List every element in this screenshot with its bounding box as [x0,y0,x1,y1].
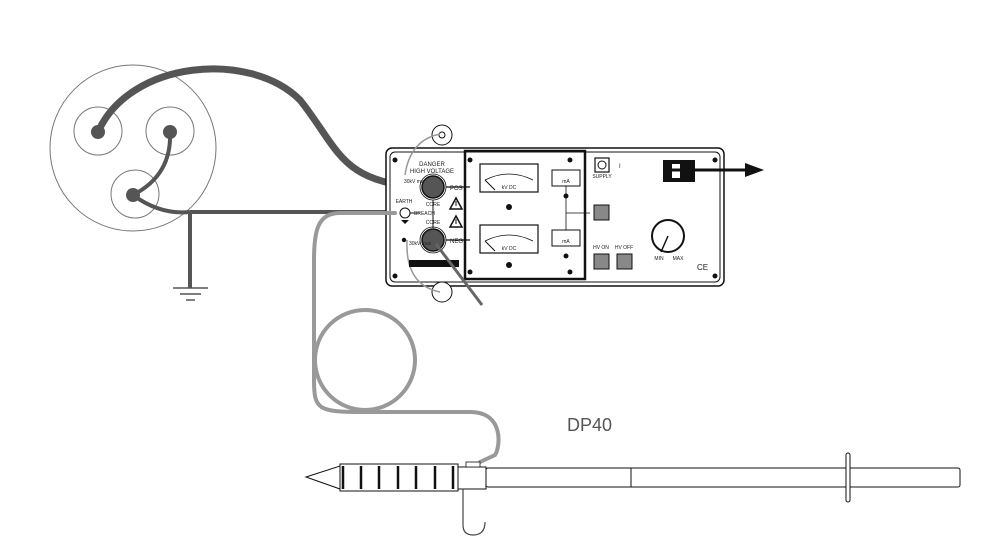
neg-lead [434,243,484,306]
panel-screws [392,157,718,279]
cable-core-1 [73,106,123,156]
probe-head-rings [341,466,455,489]
mode-button[interactable] [593,204,610,221]
probe-lead-coil [313,308,417,412]
supply-label: SUPPLY [592,174,612,180]
warning-icon [448,214,464,228]
earth-symbol [401,220,409,224]
hv-off-button[interactable] [616,253,633,270]
bottom-lug [431,281,453,303]
meter-section [463,149,587,281]
core-to-earth-wire [131,193,191,215]
earth-connection [173,210,395,301]
ce-mark: CE [697,263,708,272]
neg-label: NEG [450,239,463,245]
max-label: MAX [673,256,685,262]
cable-core-3 [110,169,160,219]
ma-meter-top-label: mA [562,179,570,185]
min-label: MIN [654,256,664,262]
supply-switch[interactable] [594,157,610,173]
hv-on-button[interactable] [593,253,610,270]
probe-shaft[interactable] [485,467,961,488]
breach-label: BREACH [414,211,435,217]
supply-switch-label: I [619,164,621,170]
neg-terminal[interactable] [421,228,445,252]
cable-core-2 [145,106,195,156]
earth-hook[interactable] [462,489,486,536]
core-bottom-label: CORE [426,220,441,226]
core-jumper-wire [132,131,173,197]
top-lug [431,124,453,146]
power-supply-arrow [663,163,764,177]
test-set-panel: DANGER HIGH VOLTAGE 30kV max POS CORE CO… [385,124,725,303]
danger-label: DANGER [419,162,445,168]
hand-guard [845,452,851,503]
probe-lead [312,211,501,464]
hv-cable-to-pos [94,65,434,191]
voltage-rating-bottom: 30kV max [409,241,432,247]
panel-outer-frame [385,147,725,287]
pos-terminal[interactable] [421,175,445,199]
device-label: DP40 [567,415,612,435]
high-voltage-label: HIGH VOLTAGE [410,169,454,175]
hv-on-label: HV ON [593,245,609,251]
cable-outer-sheath [49,64,217,232]
core-top-label: CORE [426,202,441,208]
earth-label: EARTH [396,199,413,205]
ma-meter-bottom-label: mA [562,239,570,245]
nameplate [409,260,459,267]
probe-tip [304,465,341,490]
earth-terminal[interactable] [399,207,411,219]
dp40-probe [304,452,961,536]
warning-icon [448,196,464,210]
kv-meter-bottom-label: kV DC [502,246,517,252]
kv-meter-top-label: kV DC [502,185,517,191]
voltage-rating-top: 30kV max [404,179,427,185]
pos-label: POS [450,186,463,192]
probe-connector [457,466,487,490]
hv-off-label: HV OFF [615,245,633,251]
